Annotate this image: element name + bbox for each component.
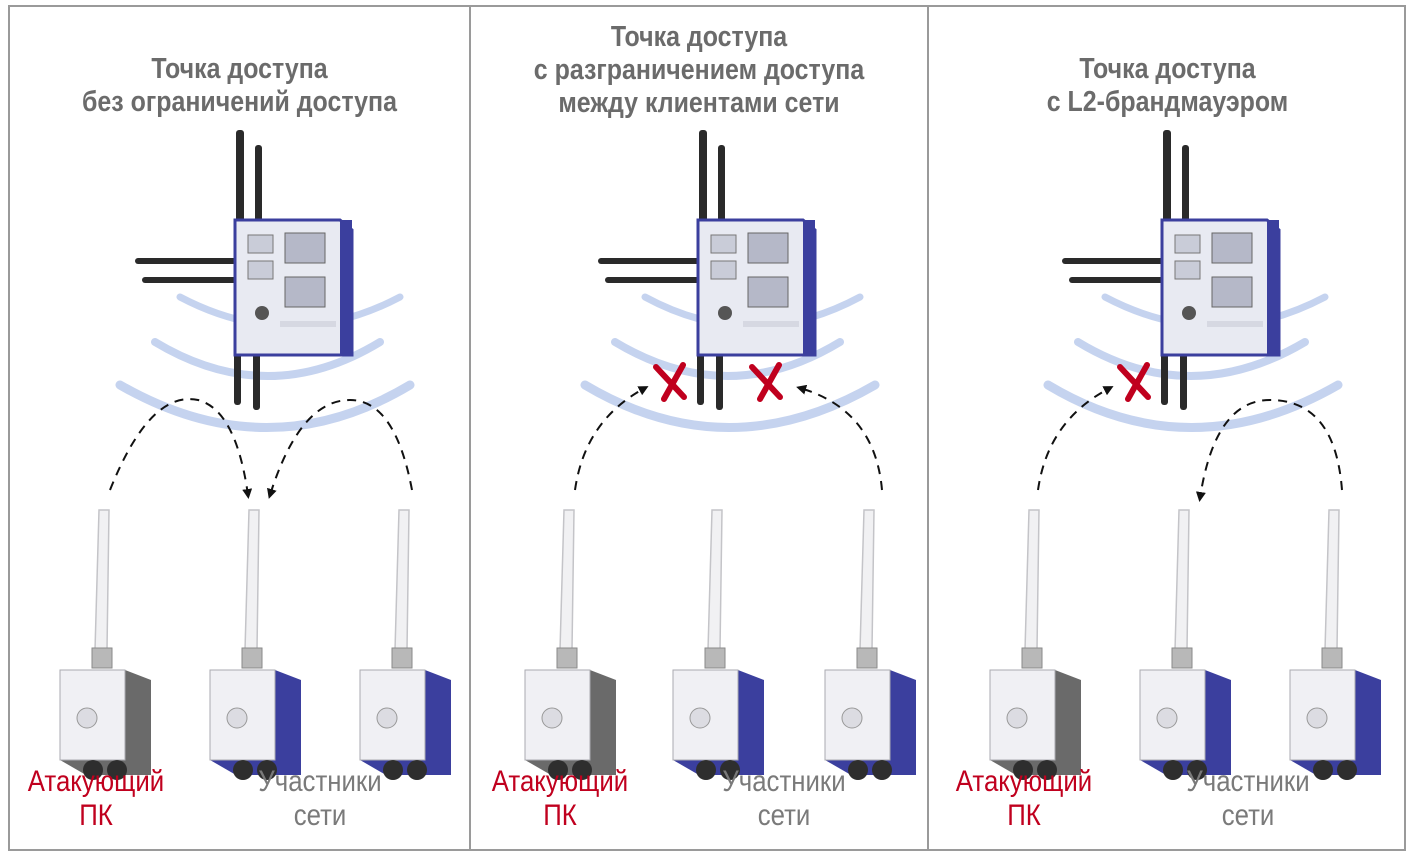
members-label-line: Участники xyxy=(1186,765,1310,798)
panel-divider-2 xyxy=(927,5,929,851)
panel-title: Точка доступа без ограничений доступа xyxy=(42,53,437,119)
panel-title-line: с разграничением доступа xyxy=(533,54,865,86)
attacker-label-line: ПК xyxy=(79,799,113,832)
panel-open-access: Точка доступа без ограничений доступа xyxy=(10,5,469,851)
arrow-member-to-member xyxy=(267,398,413,499)
panel-2-graphics xyxy=(524,128,917,781)
members-label-line: сети xyxy=(293,799,347,832)
members-label-line: сети xyxy=(757,799,811,832)
arrow-member-to-member xyxy=(1195,398,1343,502)
arrow-attacker-to-member xyxy=(109,398,253,499)
panel-l2-firewall: Точка доступа с L2-брандмауэром xyxy=(929,5,1406,851)
attacker-label: Атакующий ПК xyxy=(1,765,190,833)
panel-title-line: Точка доступа xyxy=(151,53,328,85)
attacker-label: Атакующий ПК xyxy=(929,765,1118,833)
attacker-label-line: ПК xyxy=(543,799,577,832)
blocked-x-icon xyxy=(1117,362,1151,402)
attacker-label-line: Атакующий xyxy=(27,765,165,798)
arrow-attacker-to-ap xyxy=(574,386,649,491)
members-label-line: сети xyxy=(1221,799,1275,832)
attacker-label: Атакующий ПК xyxy=(465,765,654,833)
blocked-x-icon xyxy=(749,362,783,402)
members-label-line: Участники xyxy=(258,765,382,798)
arrow-attacker-to-ap xyxy=(1037,386,1114,491)
panel-title-line: без ограничений доступа xyxy=(81,86,397,118)
panel-title-line: с L2-брандмауэром xyxy=(1046,86,1289,118)
members-label: Участники сети xyxy=(225,765,414,833)
attacker-label-line: Атакующий xyxy=(955,765,1093,798)
panel-title: Точка доступа с разграничением доступа м… xyxy=(503,21,895,120)
panel-title: Точка доступа с L2-брандмауэром xyxy=(962,53,1372,119)
arrow-member-to-ap xyxy=(796,384,883,491)
panel-1-graphics xyxy=(59,128,452,781)
attacker-label-line: ПК xyxy=(1007,799,1041,832)
panel-title-line: Точка доступа xyxy=(1079,53,1256,85)
panel-divider-1 xyxy=(469,5,471,851)
panel-client-isolation: Точка доступа с разграничением доступа м… xyxy=(471,5,927,851)
members-label: Участники сети xyxy=(689,765,878,833)
attacker-label-line: Атакующий xyxy=(491,765,629,798)
members-label-line: Участники xyxy=(722,765,846,798)
panel-title-line: между клиентами сети xyxy=(558,87,840,119)
members-label: Участники сети xyxy=(1153,765,1342,833)
panel-title-line: Точка доступа xyxy=(610,21,788,53)
blocked-x-icon xyxy=(653,362,687,402)
panel-3-graphics xyxy=(989,128,1382,781)
diagram-frame xyxy=(8,5,1406,851)
